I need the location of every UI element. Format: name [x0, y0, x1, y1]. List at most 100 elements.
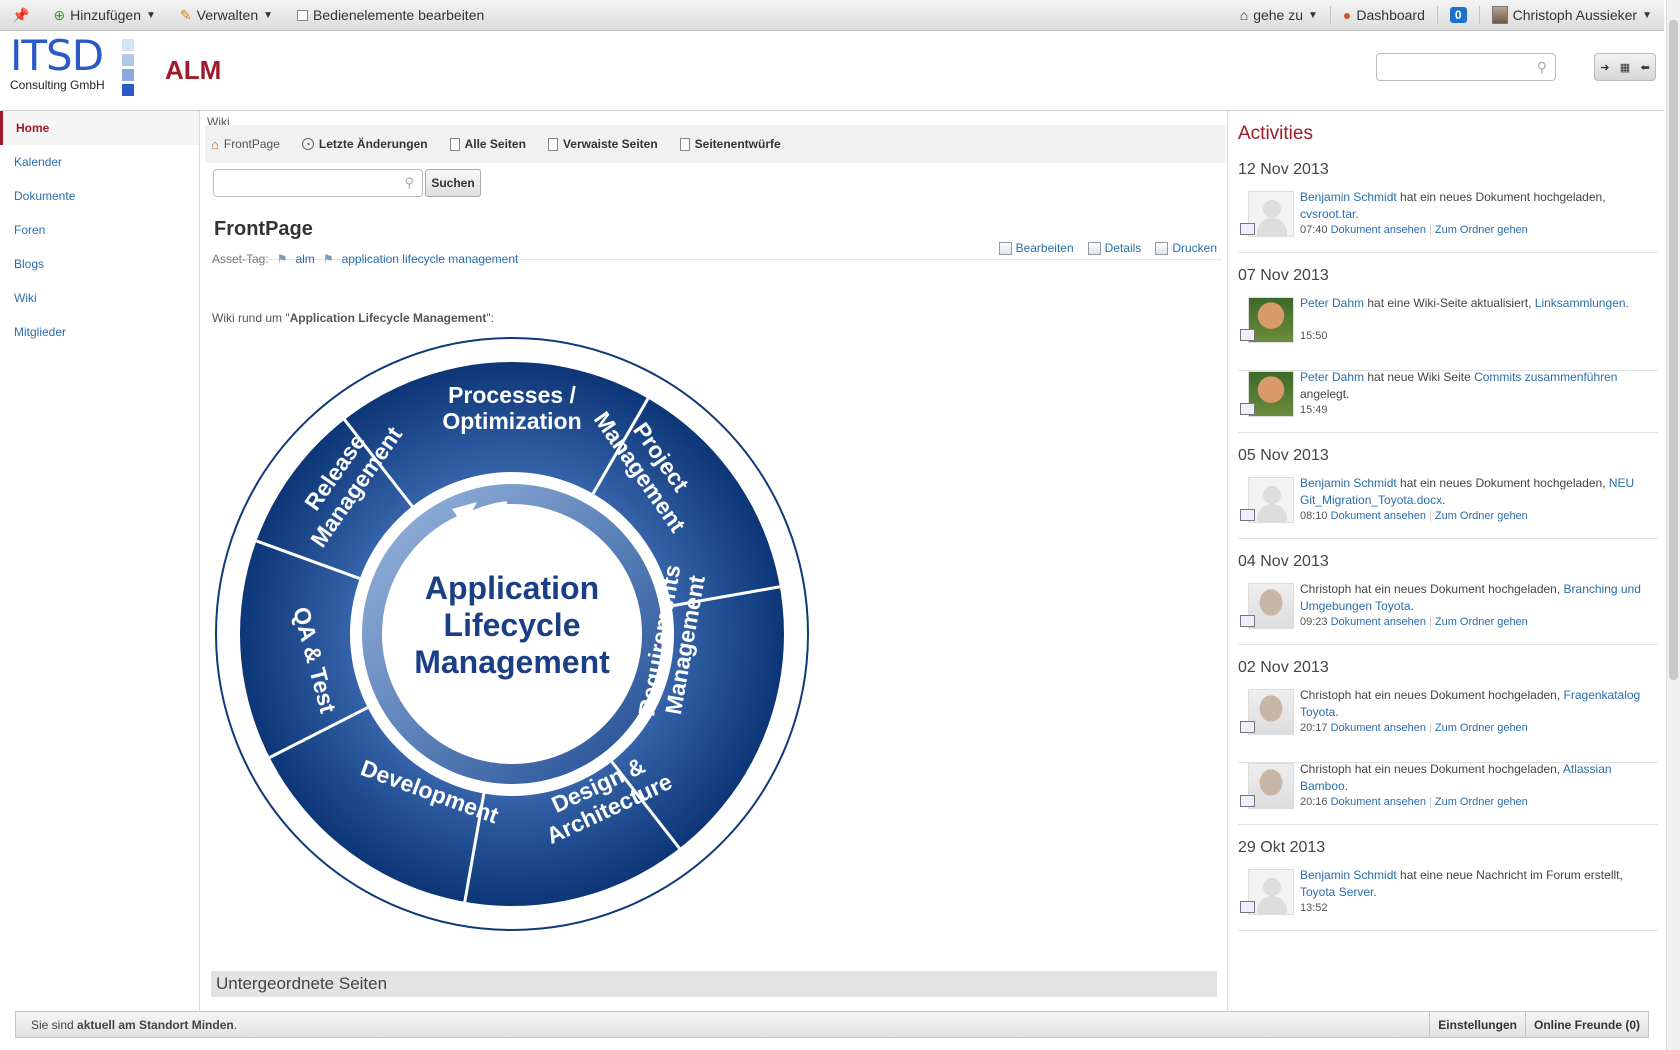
user-avatar[interactable]	[1248, 869, 1294, 915]
go-to-folder-link[interactable]: Zum Ordner gehen	[1434, 224, 1528, 236]
view-document-link[interactable]: Dokument ansehen	[1330, 616, 1426, 628]
activity-description: hat ein neues Dokument hochgeladen,	[1396, 476, 1609, 490]
activity-meta: 20:16 Dokument ansehen|Zum Ordner gehen	[1300, 796, 1528, 808]
activity-text: Benjamin Schmidt hat eine neue Nachricht…	[1300, 867, 1650, 901]
go-to-folder-link[interactable]: Zum Ordner gehen	[1434, 796, 1528, 808]
activity-target-link[interactable]: Fragenkatalog Toyota	[1300, 688, 1641, 719]
wiki-nav-recent-changes[interactable]: ◔ Letzte Änderungen	[301, 137, 428, 151]
intro-text: Wiki rund um "Application Lifecycle Mana…	[212, 311, 494, 325]
activity-user-link[interactable]: Peter Dahm	[1300, 296, 1365, 310]
activity-text: Christoph hat ein neues Dokument hochgel…	[1300, 687, 1650, 721]
add-menu[interactable]: ⊕ Hinzufügen ▼	[41, 0, 167, 30]
user-avatar[interactable]	[1248, 477, 1294, 523]
go-to-folder-link[interactable]: Zum Ordner gehen	[1434, 510, 1528, 522]
edit-controls-label: Bedienelemente bearbeiten	[313, 7, 485, 23]
activity-tail: .	[1625, 296, 1629, 310]
dashboard-link[interactable]: ● Dashboard	[1331, 0, 1437, 30]
activity-target-link[interactable]: Linksammlungen	[1534, 296, 1626, 310]
wiki-search-button[interactable]: Suchen	[425, 169, 481, 197]
tag-link-alm-full[interactable]: application lifecycle management	[341, 252, 519, 266]
user-avatar[interactable]	[1248, 371, 1294, 417]
diagram-center-line-3: Management	[414, 644, 610, 680]
meta-separator: |	[1429, 224, 1432, 236]
search-icon[interactable]: ⚲	[1536, 59, 1547, 75]
user-avatar[interactable]	[1248, 763, 1294, 809]
pin-icon[interactable]: 📌	[12, 6, 30, 23]
header-search-input[interactable]: ⚲	[1376, 53, 1556, 81]
manage-menu-label: Verwalten	[196, 7, 259, 23]
search-icon[interactable]: ⚲	[404, 175, 414, 190]
tag-link-alm[interactable]: alm	[295, 252, 315, 266]
notifications-button[interactable]: 0	[1438, 0, 1479, 30]
go-to-folder-link[interactable]: Zum Ordner gehen	[1434, 722, 1528, 734]
details-button[interactable]: Details	[1087, 241, 1141, 255]
activity-target-link[interactable]: cvsroot.tar	[1300, 207, 1356, 221]
scrollbar-thumb[interactable]	[1669, 20, 1678, 680]
user-menu[interactable]: Christoph Aussieker ▼	[1480, 0, 1664, 30]
user-avatar[interactable]	[1248, 191, 1294, 237]
arrow-right-icon[interactable]: ➜	[1600, 61, 1610, 74]
nav-item-label: Dokumente	[14, 189, 76, 203]
activity-time: 07:40	[1300, 224, 1328, 236]
wiki-nav-all-pages[interactable]: Alle Seiten	[449, 137, 526, 151]
nav-item-foren[interactable]: Foren	[0, 213, 199, 247]
home-icon: ⌂	[211, 136, 219, 152]
status-location: aktuell am Standort Minden	[77, 1017, 234, 1032]
checkbox-icon[interactable]	[297, 9, 309, 21]
user-avatar[interactable]	[1248, 583, 1294, 629]
activity-user-link[interactable]: Peter Dahm	[1300, 370, 1365, 384]
diagram-segment-line: Processes /	[448, 382, 576, 408]
settings-button[interactable]: Einstellungen	[1429, 1012, 1525, 1037]
arrow-left-icon[interactable]: ⬅	[1640, 61, 1650, 74]
user-avatar[interactable]	[1248, 297, 1294, 343]
goto-menu-label: gehe zu	[1253, 7, 1304, 23]
nav-item-home[interactable]: Home	[0, 111, 199, 145]
print-button[interactable]: Drucken	[1155, 241, 1217, 255]
wiki-nav-label: Alle Seiten	[464, 137, 526, 151]
grid-icon[interactable]: ▦	[1619, 61, 1631, 74]
activity-target-link[interactable]: NEU Git_Migration_Toyota.docx	[1300, 476, 1635, 507]
nav-item-wiki[interactable]: Wiki	[0, 281, 199, 315]
site-title[interactable]: ALM	[165, 55, 222, 85]
wiki-nav-label: FrontPage	[223, 137, 280, 151]
activity-time: 15:49	[1300, 404, 1328, 416]
activity-entry: Christoph hat ein neues Dokument hochgel…	[1238, 581, 1658, 645]
manage-menu[interactable]: ✎ Verwalten ▼	[168, 0, 285, 30]
nav-item-dokumente[interactable]: Dokumente	[0, 179, 199, 213]
go-to-folder-link[interactable]: Zum Ordner gehen	[1434, 616, 1528, 628]
activity-target-link[interactable]: Atlassian Bamboo	[1300, 762, 1612, 793]
nav-item-blogs[interactable]: Blogs	[0, 247, 199, 281]
wiki-search-input[interactable]: ⚲	[213, 169, 423, 197]
company-logo[interactable]: ITSD Consulting GmbH	[10, 35, 140, 99]
view-document-link[interactable]: Dokument ansehen	[1330, 722, 1426, 734]
view-document-link[interactable]: Dokument ansehen	[1330, 796, 1426, 808]
page-scrollbar[interactable]	[1666, 0, 1680, 1050]
activity-user-link[interactable]: Benjamin Schmidt	[1300, 476, 1397, 490]
activity-user-link[interactable]: Benjamin Schmidt	[1300, 190, 1397, 204]
activity-target-link[interactable]: Toyota Server	[1300, 885, 1374, 899]
wiki-nav-frontpage[interactable]: ⌂ FrontPage	[211, 137, 280, 152]
logo-blocks	[122, 39, 134, 99]
edit-controls-toggle[interactable]: Bedienelemente bearbeiten	[285, 0, 496, 30]
diagram-segment-line: Optimization	[442, 408, 581, 434]
activity-target-link[interactable]: Branching und Umgebungen Toyota	[1300, 582, 1641, 613]
activity-date: 02 Nov 2013	[1238, 659, 1329, 676]
online-friends-button[interactable]: Online Freunde (0)	[1524, 1012, 1648, 1037]
view-document-link[interactable]: Dokument ansehen	[1330, 510, 1426, 522]
nav-item-kalender[interactable]: Kalender	[0, 145, 199, 179]
wiki-nav-orphan-pages[interactable]: Verwaiste Seiten	[547, 137, 658, 151]
activity-time: 08:10	[1300, 510, 1328, 522]
activity-user-link[interactable]: Benjamin Schmidt	[1300, 868, 1397, 882]
nav-item-mitglieder[interactable]: Mitglieder	[0, 315, 199, 349]
view-document-link[interactable]: Dokument ansehen	[1330, 224, 1426, 236]
wiki-nav-drafts[interactable]: Seitenentwürfe	[679, 137, 781, 151]
user-avatar[interactable]	[1248, 689, 1294, 735]
edit-button[interactable]: Bearbeiten	[998, 241, 1074, 255]
activity-time: 09:23	[1300, 616, 1328, 628]
activity-target-link[interactable]: Commits zusammenführen	[1474, 370, 1618, 384]
activity-time: 20:16	[1300, 796, 1328, 808]
goto-menu[interactable]: ⌂ gehe zu ▼	[1228, 0, 1330, 30]
meta-separator: |	[1429, 616, 1432, 628]
activity-tail: .	[1373, 885, 1377, 899]
